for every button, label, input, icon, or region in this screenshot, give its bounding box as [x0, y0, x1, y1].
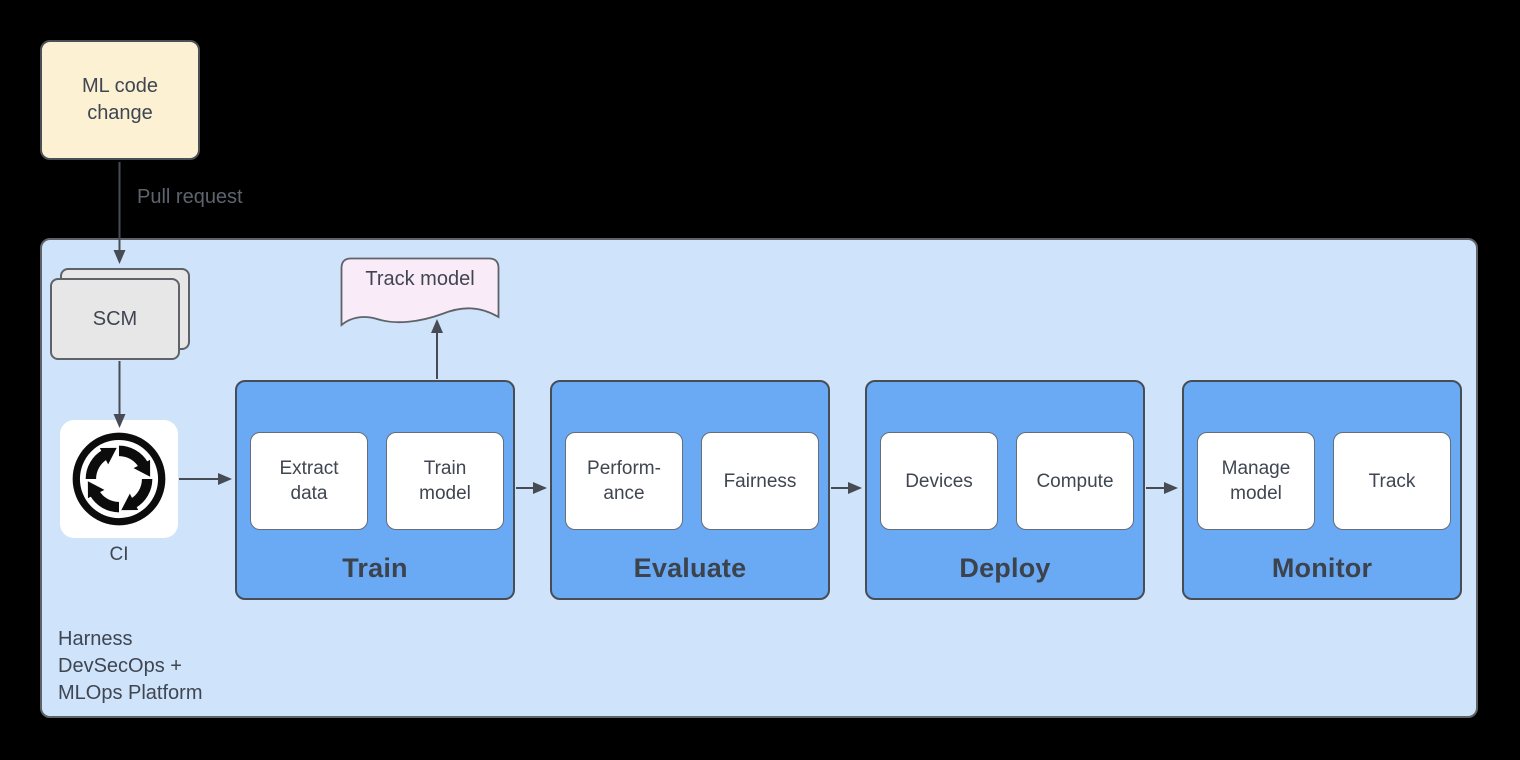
ml-code-change-label: ML code change: [82, 75, 158, 124]
deploy-item-compute-label: Compute: [1036, 470, 1114, 492]
train-item-extract-data: Extract data: [250, 432, 368, 530]
ci-label: CI: [109, 544, 129, 565]
platform-label-line3: MLOps Platform: [58, 682, 203, 704]
scm-label: SCM: [92, 307, 138, 330]
node-track-model: [340, 257, 500, 327]
train-item-train-model: Train model: [386, 432, 504, 530]
evaluate-item-fairness-label: Fairness: [723, 470, 797, 492]
node-scm: SCM: [50, 278, 180, 360]
platform-label-line1: Harness: [58, 628, 133, 650]
stage-deploy-title: Deploy: [959, 553, 1051, 583]
evaluate-item-fairness: Fairness: [701, 432, 819, 530]
stage-evaluate-title: Evaluate: [633, 553, 747, 583]
stage-monitor: Manage model Track Monitor: [1182, 380, 1462, 600]
evaluate-item-performance-label: Perform-ance: [587, 458, 661, 504]
evaluate-item-performance: Perform-ance: [565, 432, 683, 530]
monitor-item-track-label: Track: [1368, 470, 1416, 492]
deploy-item-compute: Compute: [1016, 432, 1134, 530]
stage-deploy: Devices Compute Deploy: [865, 380, 1145, 600]
monitor-item-manage-model: Manage model: [1197, 432, 1315, 530]
monitor-item-manage-model-label: Manage model: [1221, 458, 1291, 504]
monitor-item-track: Track: [1333, 432, 1451, 530]
train-item-train-model-label: Train model: [419, 458, 471, 504]
platform-label: Harness DevSecOps + MLOps Platform: [58, 626, 202, 707]
node-ml-code-change: ML code change: [40, 40, 200, 160]
deploy-item-devices: Devices: [880, 432, 998, 530]
node-ci: [60, 420, 178, 538]
train-item-extract-data-label: Extract data: [279, 458, 339, 504]
platform-label-line2: DevSecOps +: [58, 655, 182, 677]
stage-train-title: Train: [342, 553, 408, 583]
cycle-arrows-icon: [72, 432, 166, 526]
track-model-label: Track model: [365, 268, 475, 290]
stage-evaluate: Perform-ance Fairness Evaluate: [550, 380, 830, 600]
edge-label-pull-request: Pull request: [137, 186, 243, 208]
deploy-item-devices-label: Devices: [905, 470, 973, 492]
stage-train: Extract data Train model Train: [235, 380, 515, 600]
stage-monitor-title: Monitor: [1271, 553, 1373, 583]
